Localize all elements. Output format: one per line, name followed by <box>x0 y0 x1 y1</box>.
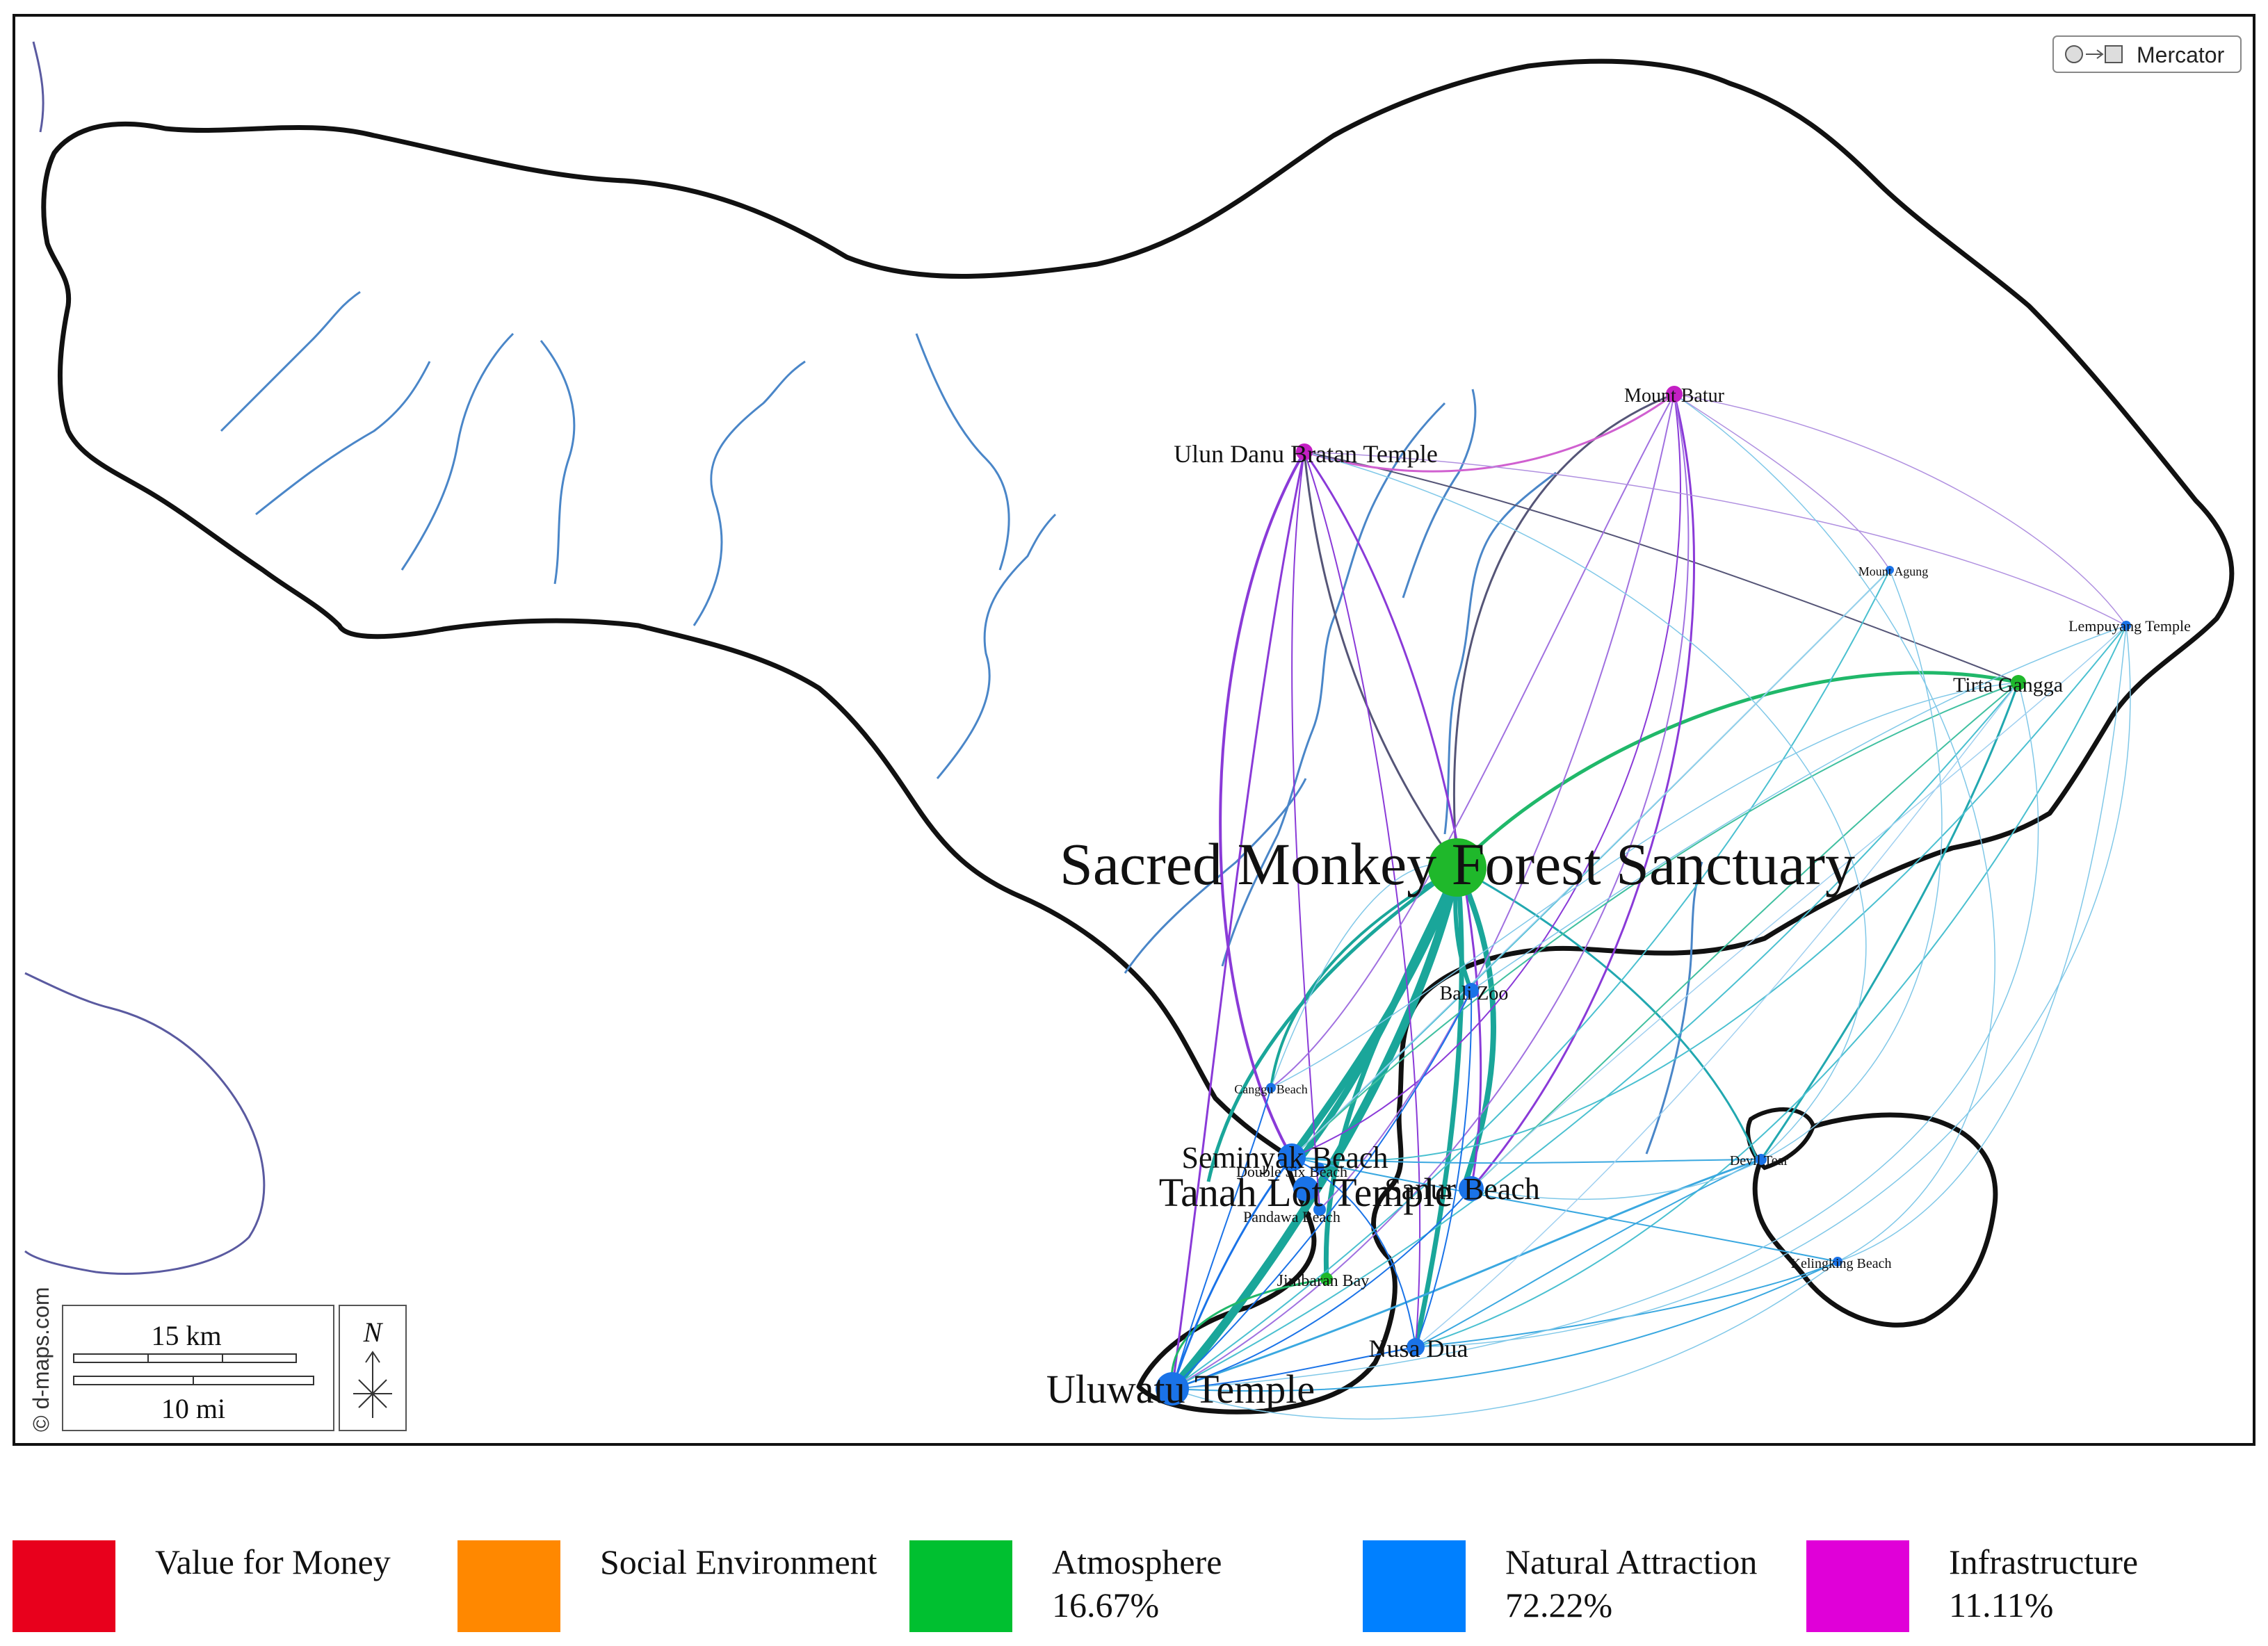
label-mount-agung: Mount Agung <box>1858 564 1929 578</box>
node-tirta-gangga[interactable] <box>2011 675 2026 690</box>
label-bali-zoo: Bali Zoo <box>1440 983 1509 1004</box>
label-devils-tear: Devil Tear <box>1730 1153 1789 1168</box>
node-double-six[interactable] <box>1315 1163 1325 1173</box>
legend-label: Natural Attraction 72.22% <box>1505 1540 1757 1627</box>
place-labels: Sacred Monkey Forest Sanctuary Uluwatu T… <box>1046 385 2191 1412</box>
place-nodes <box>1156 386 2131 1405</box>
scale-bar: 15 km 10 mi <box>62 1305 334 1431</box>
node-tanah-lot[interactable] <box>1293 1176 1318 1201</box>
label-mount-batur: Mount Batur <box>1624 385 1725 407</box>
label-lempuyang: Lempuyang Temple <box>2068 617 2191 635</box>
legend-percent: 11.11% <box>1949 1586 2054 1624</box>
north-arrow-icon <box>353 1351 392 1418</box>
label-nusa-dua: Nusa Dua <box>1369 1335 1468 1362</box>
label-double-six: Double Six Beach <box>1236 1163 1347 1180</box>
legend-percent: 72.22% <box>1505 1586 1613 1624</box>
node-bali-zoo[interactable] <box>1464 983 1479 998</box>
label-seminyak: Seminyak Beach <box>1182 1141 1388 1175</box>
node-mount-batur[interactable] <box>1666 386 1683 402</box>
node-sanur[interactable] <box>1459 1176 1484 1201</box>
legend-category: Atmosphere <box>1052 1542 1222 1581</box>
label-kelingking: Kelingking Beach <box>1791 1256 1892 1271</box>
node-canggu[interactable] <box>1266 1083 1276 1093</box>
java-coastline <box>24 972 266 1276</box>
label-pandawa: Pandawa Beach <box>1243 1208 1340 1225</box>
node-devils-tear[interactable] <box>1756 1154 1767 1165</box>
legend-percent: 16.67% <box>1052 1586 1160 1624</box>
map-credit: © d-maps.com <box>29 1287 54 1432</box>
north-label: N <box>363 1317 384 1348</box>
label-jimbaran: Jimbaran Bay <box>1277 1272 1370 1290</box>
legend-category: Infrastructure <box>1949 1542 2139 1581</box>
node-uluwatu[interactable] <box>1156 1372 1189 1405</box>
legend-swatch <box>13 1540 115 1632</box>
node-lempuyang[interactable] <box>2121 621 2131 630</box>
legend-category: Social Environment <box>600 1542 877 1581</box>
label-uluwatu: Uluwatu Temple <box>1046 1367 1315 1412</box>
projection-label: Mercator <box>2137 42 2225 67</box>
rivers <box>220 291 1703 1155</box>
legend-category: Natural Attraction <box>1505 1542 1758 1581</box>
legend-swatch <box>909 1540 1012 1632</box>
node-pandawa[interactable] <box>1313 1203 1326 1216</box>
bali-coastline <box>41 58 2235 1415</box>
scale-km-label: 15 km <box>151 1320 221 1351</box>
label-tirta-gangga: Tirta Gangga <box>1953 674 2063 696</box>
label-ulun-danu: Ulun Danu Bratan Temple <box>1174 440 1438 468</box>
map-panel: Sacred Monkey Forest Sanctuary Uluwatu T… <box>13 14 2255 1446</box>
north-arrow: N <box>339 1305 407 1431</box>
projection-badge[interactable]: Mercator <box>2052 35 2242 73</box>
node-seminyak[interactable] <box>1278 1143 1306 1171</box>
node-nusa-dua[interactable] <box>1407 1338 1425 1356</box>
node-mount-agung[interactable] <box>1886 566 1894 574</box>
legend-label: Atmosphere 16.67% <box>1052 1540 1222 1627</box>
node-jimbaran[interactable] <box>1320 1273 1333 1285</box>
label-monkey-forest: Sacred Monkey Forest Sanctuary <box>1060 831 1855 897</box>
legend-swatch <box>457 1540 560 1632</box>
category-legend: Value for Money Social Environment Atmos… <box>13 1536 2255 1633</box>
bali-map: Sacred Monkey Forest Sanctuary Uluwatu T… <box>13 14 2255 1446</box>
legend-swatch <box>1806 1540 1909 1632</box>
java-coastline-north <box>32 41 44 133</box>
label-sanur: Sanur Beach <box>1384 1172 1540 1206</box>
node-ulun-danu[interactable] <box>1296 443 1313 460</box>
label-canggu: Canggu Beach <box>1234 1082 1307 1096</box>
node-monkey-forest[interactable] <box>1428 838 1487 897</box>
legend-label: Social Environment <box>600 1540 877 1583</box>
legend-label: Value for Money <box>155 1540 391 1583</box>
legend-category: Value for Money <box>155 1542 391 1581</box>
network-edges <box>1169 393 2131 1420</box>
node-kelingking[interactable] <box>1833 1257 1842 1266</box>
circle-to-square-icon <box>2065 45 2123 63</box>
legend-swatch <box>1363 1540 1466 1632</box>
legend-label: Infrastructure 11.11% <box>1949 1540 2138 1627</box>
scale-mi-label: 10 mi <box>161 1393 225 1424</box>
label-tanah-lot: Tanah Lot Temple <box>1159 1170 1452 1215</box>
